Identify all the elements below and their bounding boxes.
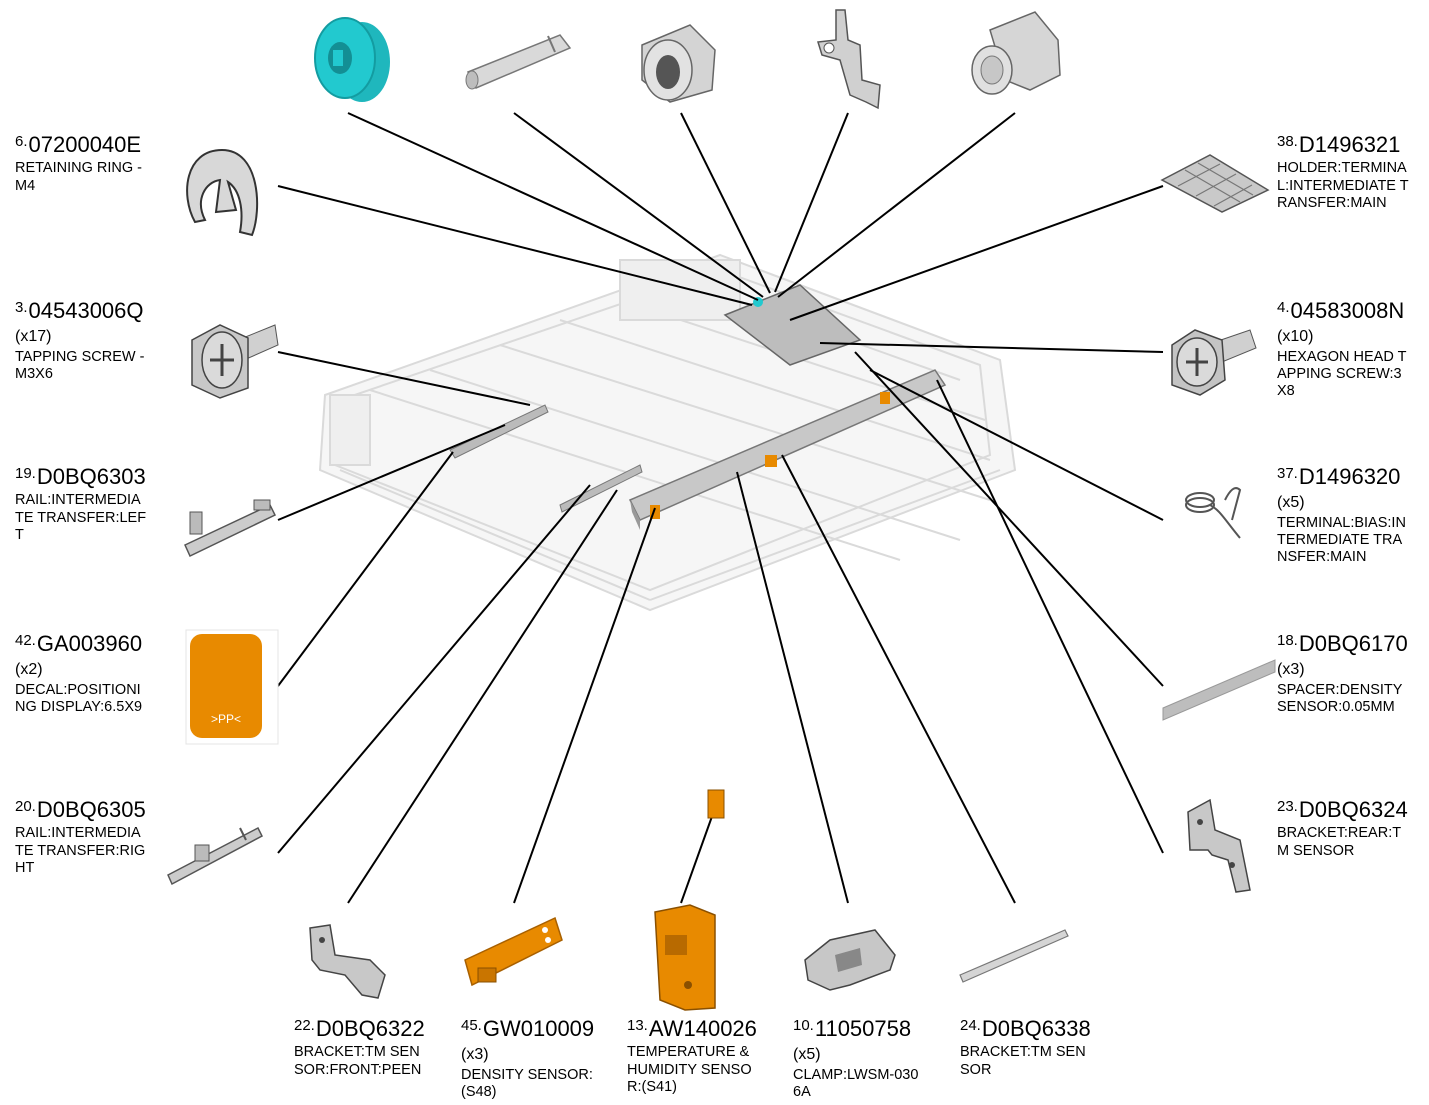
- label-p4: 4.04583008N (x10) HEXAGON HEAD T APPING …: [1277, 298, 1407, 400]
- tapping-screw-image: [191, 324, 279, 399]
- tm-bracket-image: [959, 929, 1069, 983]
- hex-screw-image: [1171, 329, 1257, 396]
- clamp-image: [804, 929, 896, 991]
- rear-bracket-image: [1187, 798, 1251, 893]
- label-p24: 24.D0BQ6338 BRACKET:TM SEN SOR: [960, 1016, 1091, 1078]
- temperature-sensor-image: [654, 789, 725, 1011]
- front-bracket-image: [309, 924, 386, 999]
- leader-lines: [277, 112, 1164, 904]
- decal-text: >PP<: [211, 712, 241, 726]
- label-p19: 19.D0BQ6303 RAIL:INTERMEDIA TE TRANSFER:…: [15, 464, 147, 544]
- teal-roller-image: [314, 17, 390, 102]
- terminal-holder-image: [1160, 154, 1270, 213]
- rail-right-image: [167, 826, 263, 886]
- label-p20: 20.D0BQ6305 RAIL:INTERMEDIA TE TRANSFER:…: [15, 797, 146, 877]
- label-p38: 38.D1496321 HOLDER:TERMINA L:INTERMEDIAT…: [1277, 132, 1409, 212]
- decal-image: >PP<: [185, 629, 279, 745]
- label-p42: 42.GA003960 (x2) DECAL:POSITIONI NG DISP…: [15, 631, 143, 715]
- bias-terminal-image: [1185, 487, 1242, 539]
- label-p10: 10.11050758 (x5) CLAMP:LWSM-030 6A: [793, 1016, 919, 1100]
- label-p22: 22.D0BQ6322 BRACKET:TM SEN SOR:FRONT:PEE…: [294, 1016, 425, 1078]
- label-p3: 3.04543006Q (x17) TAPPING SCREW - M3X6: [15, 298, 145, 382]
- assembly-rail: [449, 284, 947, 530]
- label-p23: 23.D0BQ6324 BRACKET:REAR:T M SENSOR: [1277, 797, 1408, 859]
- label-p45: 45.GW010009 (x3) DENSITY SENSOR: (S48): [461, 1016, 595, 1100]
- pin-shaft-image: [465, 34, 572, 90]
- holder-sleeve-image: [971, 11, 1061, 95]
- label-p18: 18.D0BQ6170 (x3) SPACER:DENSITY SENSOR:0…: [1277, 631, 1408, 715]
- main-assembly-ghost: [318, 253, 1017, 612]
- spacer-image: [1162, 659, 1276, 721]
- rail-left-image: [184, 499, 277, 558]
- density-sensor-image: [464, 916, 563, 987]
- label-p13: 13.AW140026 TEMPERATURE & HUMIDITY SENSO…: [627, 1016, 757, 1096]
- bushing-image: [641, 24, 716, 103]
- label-p37: 37.D1496320 (x5) TERMINAL:BIAS:IN TERMED…: [1277, 464, 1406, 566]
- label-p6: 6.07200040E RETAINING RING - M4: [15, 132, 143, 194]
- retaining-ring-image: [186, 148, 259, 237]
- bracket-small-image: [817, 9, 881, 110]
